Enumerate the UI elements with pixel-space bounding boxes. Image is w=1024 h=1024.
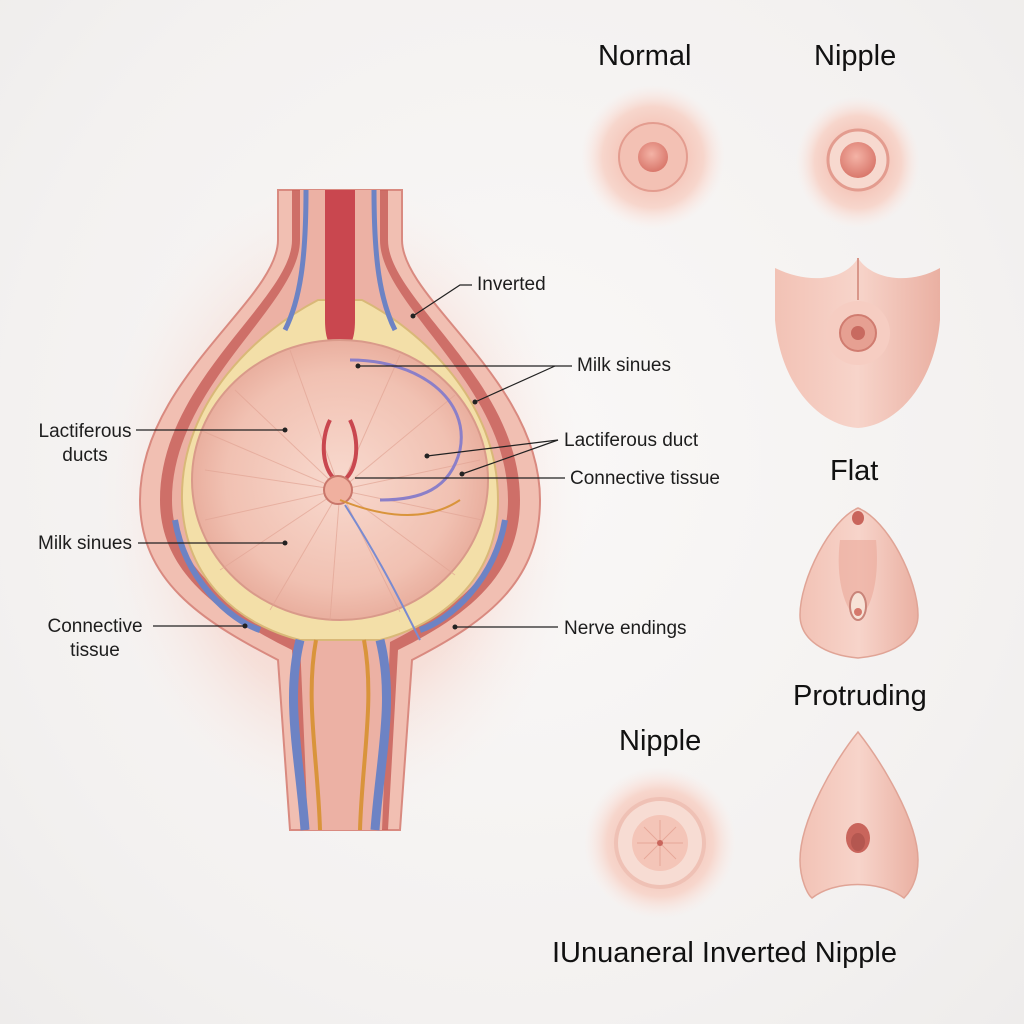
pointer-lactiferous-duct-1 [426, 439, 559, 457]
title-nipple-top: Nipple [814, 40, 897, 72]
nipple-top-icon [796, 96, 920, 228]
label-connective-tissue-left-line2: tissue [70, 640, 120, 661]
label-inverted: Inverted [477, 274, 546, 295]
title-protruding: Protruding [793, 680, 927, 712]
title-nipple-bottom: Nipple [619, 725, 702, 757]
pointer-milk-sinues-right-2 [474, 365, 556, 403]
nerve-branch [339, 499, 461, 516]
vein-left-upper [282, 189, 309, 332]
cross-section-illustration [90, 170, 590, 831]
inverted-nipple-icon [775, 258, 940, 428]
vein-lower-right [370, 638, 391, 831]
title-normal: Normal [598, 40, 692, 72]
pointer-lines [136, 284, 572, 628]
label-connective-tissue-left: Connective tissue [40, 615, 150, 663]
vein-lower-left [289, 638, 310, 831]
artery-lower-left [309, 639, 322, 831]
lobe-striations [199, 349, 483, 621]
flat-nipple-icon [799, 507, 919, 659]
vein-lateral-right [418, 519, 508, 633]
label-connective-tissue-right: Connective tissue [570, 468, 720, 489]
label-lactiferous-ducts: Lactiferous ducts [30, 420, 140, 468]
normal-nipple-icon [581, 85, 725, 229]
label-milk-sinues-left: Milk sinues [38, 533, 132, 554]
title-flat: Flat [830, 455, 879, 487]
label-milk-sinues-right: Milk sinues [577, 355, 671, 376]
pointer-lactiferous-duct-2 [461, 439, 559, 475]
label-nerve-endings: Nerve endings [564, 618, 687, 639]
central-duct [325, 190, 355, 350]
pointer-dots [242, 313, 478, 630]
label-lactiferous-ducts-line2: ducts [62, 445, 108, 466]
label-lactiferous-ducts-line1: Lactiferous [38, 421, 132, 442]
protruding-nipple-icon [799, 730, 919, 899]
nipple-bottom-icon [584, 767, 736, 919]
label-lactiferous-duct: Lactiferous duct [564, 430, 699, 451]
central-sinus [323, 475, 353, 505]
vein-right-upper [371, 189, 398, 332]
pointer-inverted [412, 284, 472, 317]
nerve-fiber [344, 504, 421, 641]
label-connective-tissue-left-line1: Connective [47, 616, 143, 637]
bottom-caption: IUnuaneral Inverted Nipple [552, 937, 897, 969]
vein-lateral-left [172, 519, 262, 633]
vein-branch [349, 358, 463, 502]
artery-lower-right [358, 639, 371, 831]
